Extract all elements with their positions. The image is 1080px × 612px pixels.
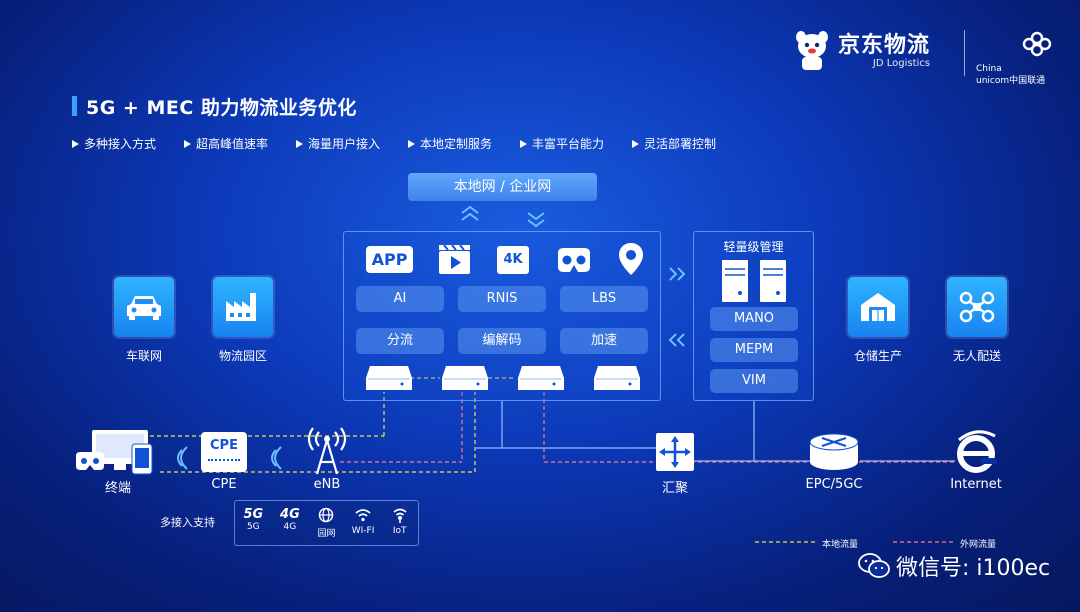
terminal-devices-icon bbox=[76, 430, 153, 475]
legend-external: 外网流量 bbox=[960, 540, 997, 550]
mgmt-mepm: MEPM bbox=[710, 338, 798, 362]
title-accent bbox=[72, 96, 77, 116]
mgmt-mano: MANO bbox=[710, 307, 798, 331]
node-label-epc: EPC/5GC bbox=[805, 477, 863, 492]
tile-label: 仓储生产 bbox=[853, 349, 902, 363]
access-iot: IoT bbox=[381, 507, 418, 539]
mec-service-accel: 加速 bbox=[560, 328, 648, 354]
feature-item: 灵活部署控制 bbox=[632, 135, 744, 152]
node-label-huiju: 汇聚 bbox=[661, 481, 688, 496]
feature-item: 本地定制服务 bbox=[408, 135, 520, 152]
location-pin-icon bbox=[619, 243, 643, 275]
video-clapper-icon bbox=[439, 244, 470, 274]
legend-local: 本地流量 bbox=[822, 540, 859, 550]
logistics-park-tile bbox=[213, 277, 273, 337]
connected-vehicle-tile bbox=[114, 277, 174, 337]
access-campus: 园网 bbox=[308, 507, 345, 539]
rack-server-icon bbox=[760, 260, 786, 302]
drone-icon bbox=[959, 291, 995, 323]
mec-service-ai: AI bbox=[356, 286, 444, 312]
cell-tower-icon bbox=[307, 427, 347, 475]
mec-server-icon bbox=[442, 366, 488, 390]
5g-icon: 5G bbox=[243, 507, 264, 522]
tile-label: 物流园区 bbox=[218, 349, 267, 363]
wireless-signal-icon bbox=[177, 446, 188, 470]
unmanned-delivery-tile bbox=[947, 277, 1007, 337]
globe-icon bbox=[319, 507, 334, 523]
access-4g: 4G 4G bbox=[272, 507, 309, 539]
mec-server-icon bbox=[366, 366, 412, 390]
node-label-terminal: 终端 bbox=[104, 481, 131, 496]
internet-explorer-icon bbox=[957, 430, 997, 473]
wechat-icon bbox=[858, 553, 890, 578]
access-wifi: WI-FI bbox=[345, 507, 382, 539]
app-icon: APP bbox=[366, 246, 413, 273]
mec-server-icon bbox=[518, 366, 564, 390]
access-support-label: 多接入支持 bbox=[160, 516, 215, 529]
4g-icon: 4G bbox=[280, 507, 300, 522]
mgmt-title: 轻量级管理 bbox=[723, 240, 784, 254]
car-icon bbox=[127, 296, 161, 320]
factory-icon bbox=[226, 293, 256, 321]
unicom-knot-icon bbox=[1022, 31, 1052, 57]
mec-service-rnis: RNIS bbox=[458, 286, 546, 312]
cpe-device-icon: CPE bbox=[201, 432, 247, 472]
watermark-text: 微信号: i100ec bbox=[896, 556, 1051, 581]
4k-icon: 4K bbox=[497, 246, 529, 274]
mec-server-icon bbox=[594, 366, 640, 390]
node-label-cpe: CPE bbox=[211, 477, 237, 492]
mec-service-offload: 分流 bbox=[356, 328, 444, 354]
wifi-icon bbox=[355, 509, 371, 522]
brand-divider bbox=[964, 30, 965, 76]
node-label-enb: eNB bbox=[313, 477, 341, 492]
aggregation-switch-icon bbox=[656, 433, 694, 471]
feature-item: 多种接入方式 bbox=[72, 135, 184, 152]
unicom-line2: unicom中国联通 bbox=[976, 76, 1046, 86]
china-unicom-logo: China unicom中国联通 bbox=[976, 30, 1066, 86]
feature-item: 超高峰值速率 bbox=[184, 135, 296, 152]
rack-server-icon bbox=[722, 260, 748, 302]
feature-list: 多种接入方式 超高峰值速率 海量用户接入 本地定制服务 丰富平台能力 灵活部署控… bbox=[72, 135, 744, 152]
unicom-line1: China bbox=[976, 64, 1002, 74]
tile-label: 车联网 bbox=[125, 349, 162, 363]
access-support-box: 5G 5G 4G 4G 园网 WI-FI IoT bbox=[234, 500, 419, 546]
vr-headset-icon bbox=[558, 248, 590, 272]
wireless-signal-icon bbox=[271, 446, 282, 470]
brand-name-en: JD Logistics bbox=[872, 57, 931, 69]
warehouse-tile bbox=[848, 277, 908, 337]
mec-service-lbs: LBS bbox=[560, 286, 648, 312]
mec-service-codec: 编解码 bbox=[458, 328, 546, 354]
feature-item: 丰富平台能力 bbox=[520, 135, 632, 152]
mgmt-vim: VIM bbox=[710, 369, 798, 393]
node-label-internet: Internet bbox=[950, 477, 1002, 492]
local-enterprise-network: 本地网 / 企业网 bbox=[408, 173, 597, 201]
feature-item: 海量用户接入 bbox=[296, 135, 408, 152]
page-title: 5G + MEC 助力物流业务优化 bbox=[86, 97, 357, 119]
core-router-icon bbox=[809, 433, 859, 470]
access-5g: 5G 5G bbox=[235, 507, 272, 539]
brand-name-cn: 京东物流 bbox=[838, 32, 931, 58]
cpe-badge-text: CPE bbox=[210, 438, 238, 453]
tile-label: 无人配送 bbox=[952, 349, 1001, 363]
jd-logistics-logo: 京东物流 JD Logistics bbox=[792, 30, 930, 72]
wechat-watermark: 微信号: i100ec bbox=[858, 550, 1050, 582]
jd-mascot-icon bbox=[796, 31, 828, 70]
warehouse-icon bbox=[861, 293, 895, 321]
iot-icon bbox=[393, 508, 407, 523]
